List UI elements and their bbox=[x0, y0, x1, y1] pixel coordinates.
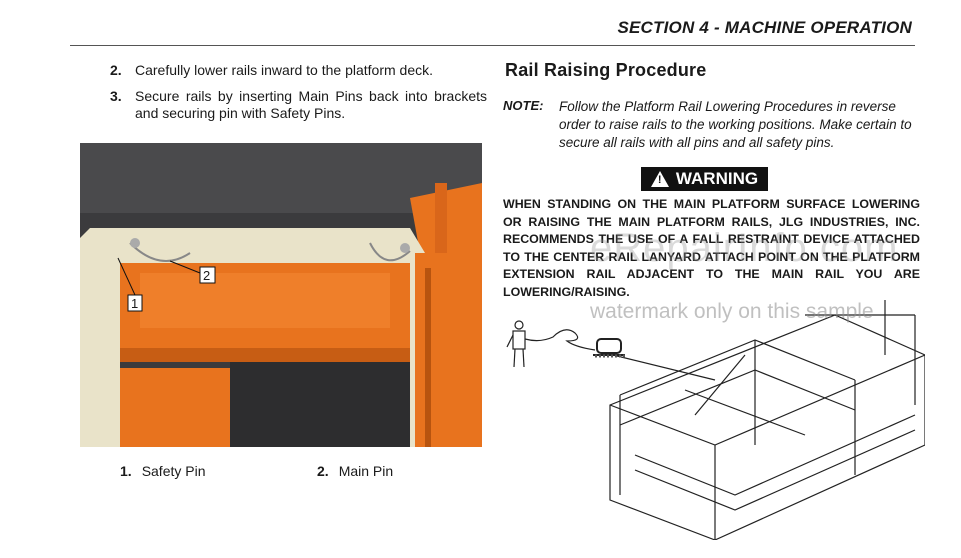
caption-text: Safety Pin bbox=[141, 463, 206, 479]
callout-1-label: 1 bbox=[131, 296, 139, 311]
note-label: NOTE: bbox=[503, 98, 544, 113]
warning-banner: ! WARNING bbox=[641, 167, 768, 191]
watermark-url: eRepairInfo.com bbox=[590, 226, 899, 270]
caption-number: 1. bbox=[120, 463, 132, 479]
photo-illustration bbox=[80, 143, 482, 447]
step-text: Carefully lower rails inward to the plat… bbox=[135, 62, 434, 78]
caption-text: Main Pin bbox=[338, 463, 394, 479]
warning-text: WHEN STANDING ON THE MAIN PLATFORM SURFA… bbox=[503, 197, 920, 299]
step-text: Secure rails by inserting Main Pins back… bbox=[135, 88, 487, 121]
note-text: Follow the Platform Rail Lowering Proced… bbox=[559, 99, 912, 150]
step-number: 2. bbox=[110, 62, 122, 78]
fall-restraint-diagram bbox=[505, 295, 926, 541]
warning-triangle-icon: ! bbox=[650, 171, 669, 187]
warning-label: WARNING bbox=[675, 169, 759, 188]
caption-2: 2. Main Pin bbox=[317, 463, 393, 479]
step-number: 3. bbox=[110, 88, 122, 104]
watermark-note: watermark only on this sample bbox=[590, 300, 874, 323]
callout-2-label: 2 bbox=[203, 268, 211, 283]
caption-number: 2. bbox=[317, 463, 329, 479]
platform-rail-photo: 1 2 bbox=[80, 143, 482, 447]
header-rule bbox=[70, 45, 915, 46]
platform-diagram-illustration bbox=[506, 300, 926, 541]
caption-1: 1. Safety Pin bbox=[120, 463, 206, 479]
step-2: 2. Carefully lower rails inward to the p… bbox=[110, 62, 490, 80]
step-3: 3. Secure rails by inserting Main Pins b… bbox=[110, 88, 490, 124]
section-header: SECTION 4 - MACHINE OPERATION bbox=[617, 18, 912, 37]
procedure-title: Rail Raising Procedure bbox=[505, 60, 707, 80]
